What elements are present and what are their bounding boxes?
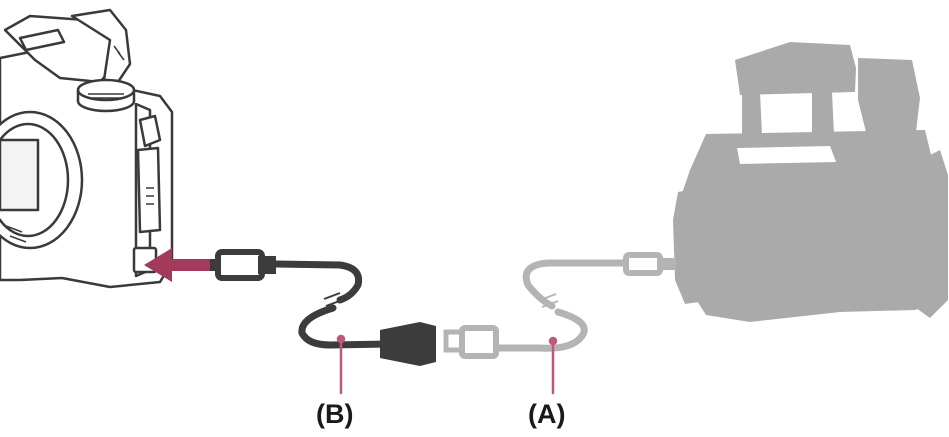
cable-a-plug-camcorder (623, 252, 676, 276)
insert-arrow-icon (144, 248, 210, 282)
cable-b-plug-camera (206, 249, 276, 281)
leader-lines (336, 334, 558, 395)
cable-b (271, 260, 394, 349)
adapter-b (380, 322, 436, 366)
label-b: (B) (316, 399, 354, 429)
mirrorless-camera-icon (0, 8, 174, 289)
camera-details (5, 45, 154, 243)
camcorder-handle-gap (737, 146, 836, 164)
cable-a-plug-adapter (443, 325, 499, 359)
cable-break-icon (539, 293, 559, 308)
cable-break-icon (323, 292, 343, 307)
label-a: (A) (528, 399, 566, 429)
camcorder-silhouette-icon (673, 42, 948, 322)
cable-a (491, 259, 634, 352)
